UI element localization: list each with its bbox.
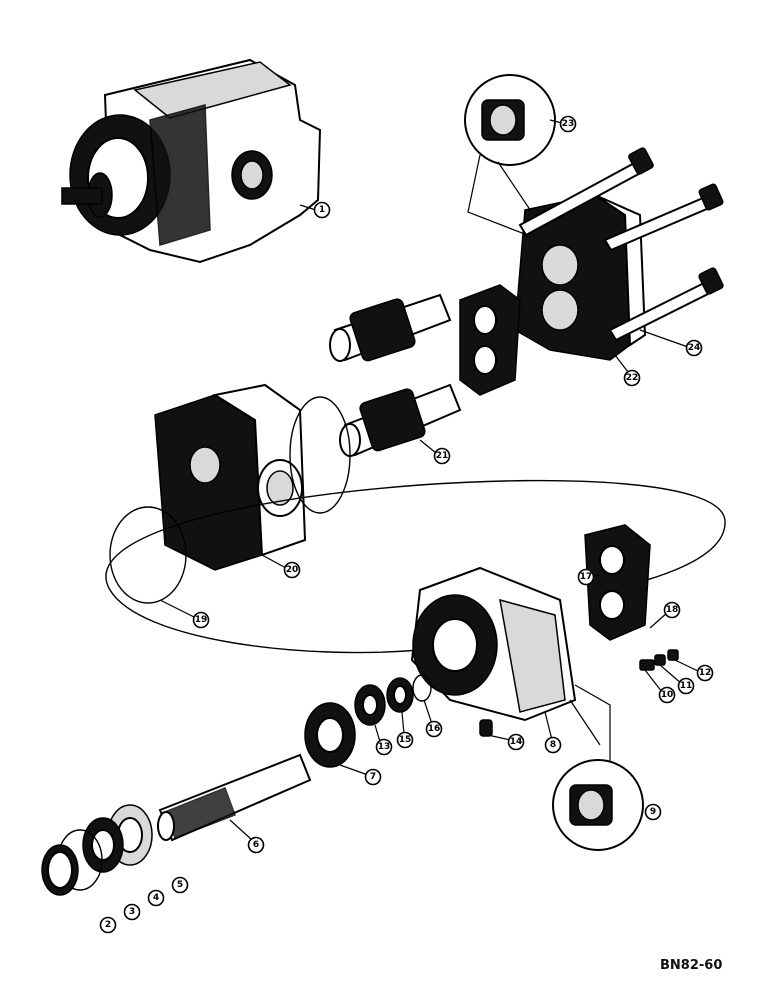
svg-text:22: 22 bbox=[626, 373, 639, 383]
callout-16: 16 bbox=[425, 720, 443, 738]
wear-plate-upper bbox=[459, 284, 521, 396]
callout-12: 12 bbox=[696, 664, 714, 682]
callout-1: 1 bbox=[313, 201, 331, 219]
callout-3: 3 bbox=[123, 903, 141, 921]
callout-6: 6 bbox=[247, 836, 265, 854]
callout-11: 11 bbox=[677, 677, 695, 695]
svg-text:4: 4 bbox=[153, 893, 159, 903]
callout-9: 9 bbox=[644, 803, 662, 821]
o-ring-19 bbox=[109, 506, 187, 604]
svg-text:12: 12 bbox=[699, 668, 712, 678]
svg-text:14: 14 bbox=[510, 737, 523, 747]
svg-text:20: 20 bbox=[286, 565, 299, 575]
svg-text:19: 19 bbox=[195, 615, 208, 625]
callout-23: 23 bbox=[559, 115, 577, 133]
svg-text:23: 23 bbox=[562, 119, 575, 129]
callout-15: 15 bbox=[396, 731, 414, 749]
callout-2: 2 bbox=[99, 916, 117, 934]
svg-text:24: 24 bbox=[688, 343, 701, 353]
svg-text:11: 11 bbox=[680, 681, 693, 691]
svg-text:15: 15 bbox=[399, 735, 412, 745]
wear-plate-front bbox=[584, 524, 651, 641]
cap-screws bbox=[518, 147, 724, 342]
plug-14 bbox=[479, 719, 493, 737]
relief-fittings bbox=[639, 649, 679, 671]
drawing-code-label: BN82-60 bbox=[660, 958, 723, 973]
callout-4: 4 bbox=[147, 889, 165, 907]
bearing-and-rings bbox=[41, 804, 153, 896]
svg-text:2: 2 bbox=[105, 920, 111, 930]
callout-14: 14 bbox=[507, 733, 525, 751]
svg-text:1: 1 bbox=[319, 205, 325, 215]
svg-text:7: 7 bbox=[370, 772, 376, 782]
assembled-pump bbox=[61, 58, 322, 264]
svg-text:13: 13 bbox=[378, 742, 391, 752]
callout-22: 22 bbox=[623, 369, 641, 387]
seal-stack bbox=[354, 674, 432, 726]
callout-10: 10 bbox=[658, 686, 676, 704]
callout-24: 24 bbox=[685, 339, 703, 357]
svg-text:8: 8 bbox=[550, 740, 556, 750]
assembly-loop bbox=[105, 479, 726, 654]
gear-shaft-lower bbox=[339, 383, 462, 457]
callout-20: 20 bbox=[283, 561, 301, 579]
callout-21: 21 bbox=[433, 447, 451, 465]
callout-8: 8 bbox=[544, 736, 562, 754]
bearing-retainer bbox=[304, 702, 356, 768]
callout-5: 5 bbox=[171, 876, 189, 894]
svg-text:5: 5 bbox=[177, 880, 183, 890]
svg-text:18: 18 bbox=[666, 605, 679, 615]
svg-text:16: 16 bbox=[428, 724, 441, 734]
svg-text:10: 10 bbox=[661, 690, 674, 700]
bearing-detail-9 bbox=[552, 759, 644, 851]
gear-housing bbox=[154, 383, 307, 571]
svg-text:9: 9 bbox=[650, 807, 656, 817]
callout-19: 19 bbox=[192, 611, 210, 629]
svg-text:6: 6 bbox=[253, 840, 259, 850]
front-cover bbox=[410, 566, 611, 770]
callout-7: 7 bbox=[364, 768, 382, 786]
callout-13: 13 bbox=[375, 738, 393, 756]
svg-text:3: 3 bbox=[129, 907, 135, 917]
callout-17: 17 bbox=[577, 568, 595, 586]
drive-shaft bbox=[157, 753, 312, 842]
leader-lines bbox=[159, 119, 701, 841]
svg-text:21: 21 bbox=[436, 451, 449, 461]
svg-text:17: 17 bbox=[580, 572, 593, 582]
callout-18: 18 bbox=[663, 601, 681, 619]
o-ring-right bbox=[289, 396, 351, 514]
gear-shaft-upper bbox=[329, 293, 452, 362]
